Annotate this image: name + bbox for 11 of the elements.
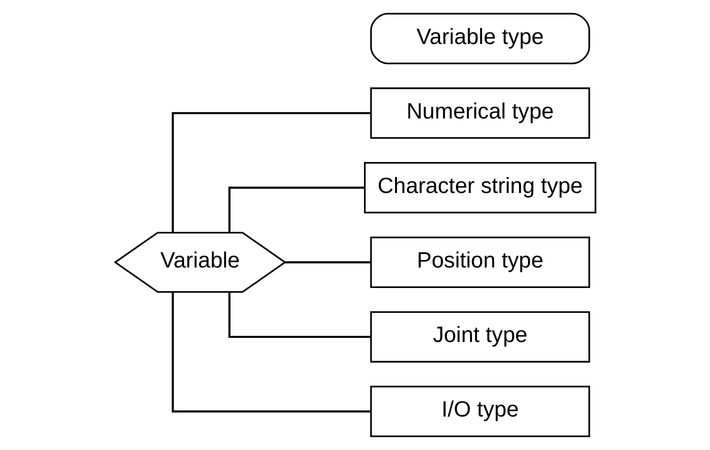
connector [284,261,370,264]
connector [171,112,370,233]
node-box: Joint type [370,311,590,363]
connector [228,292,370,338]
connector [228,186,364,233]
node-box: Variable type [370,12,590,64]
connector [171,292,370,412]
node-box: I/O type [370,386,590,438]
node-box: Character string type [363,162,596,214]
node-box: Position type [370,236,590,288]
node-box: Numerical type [370,87,590,139]
